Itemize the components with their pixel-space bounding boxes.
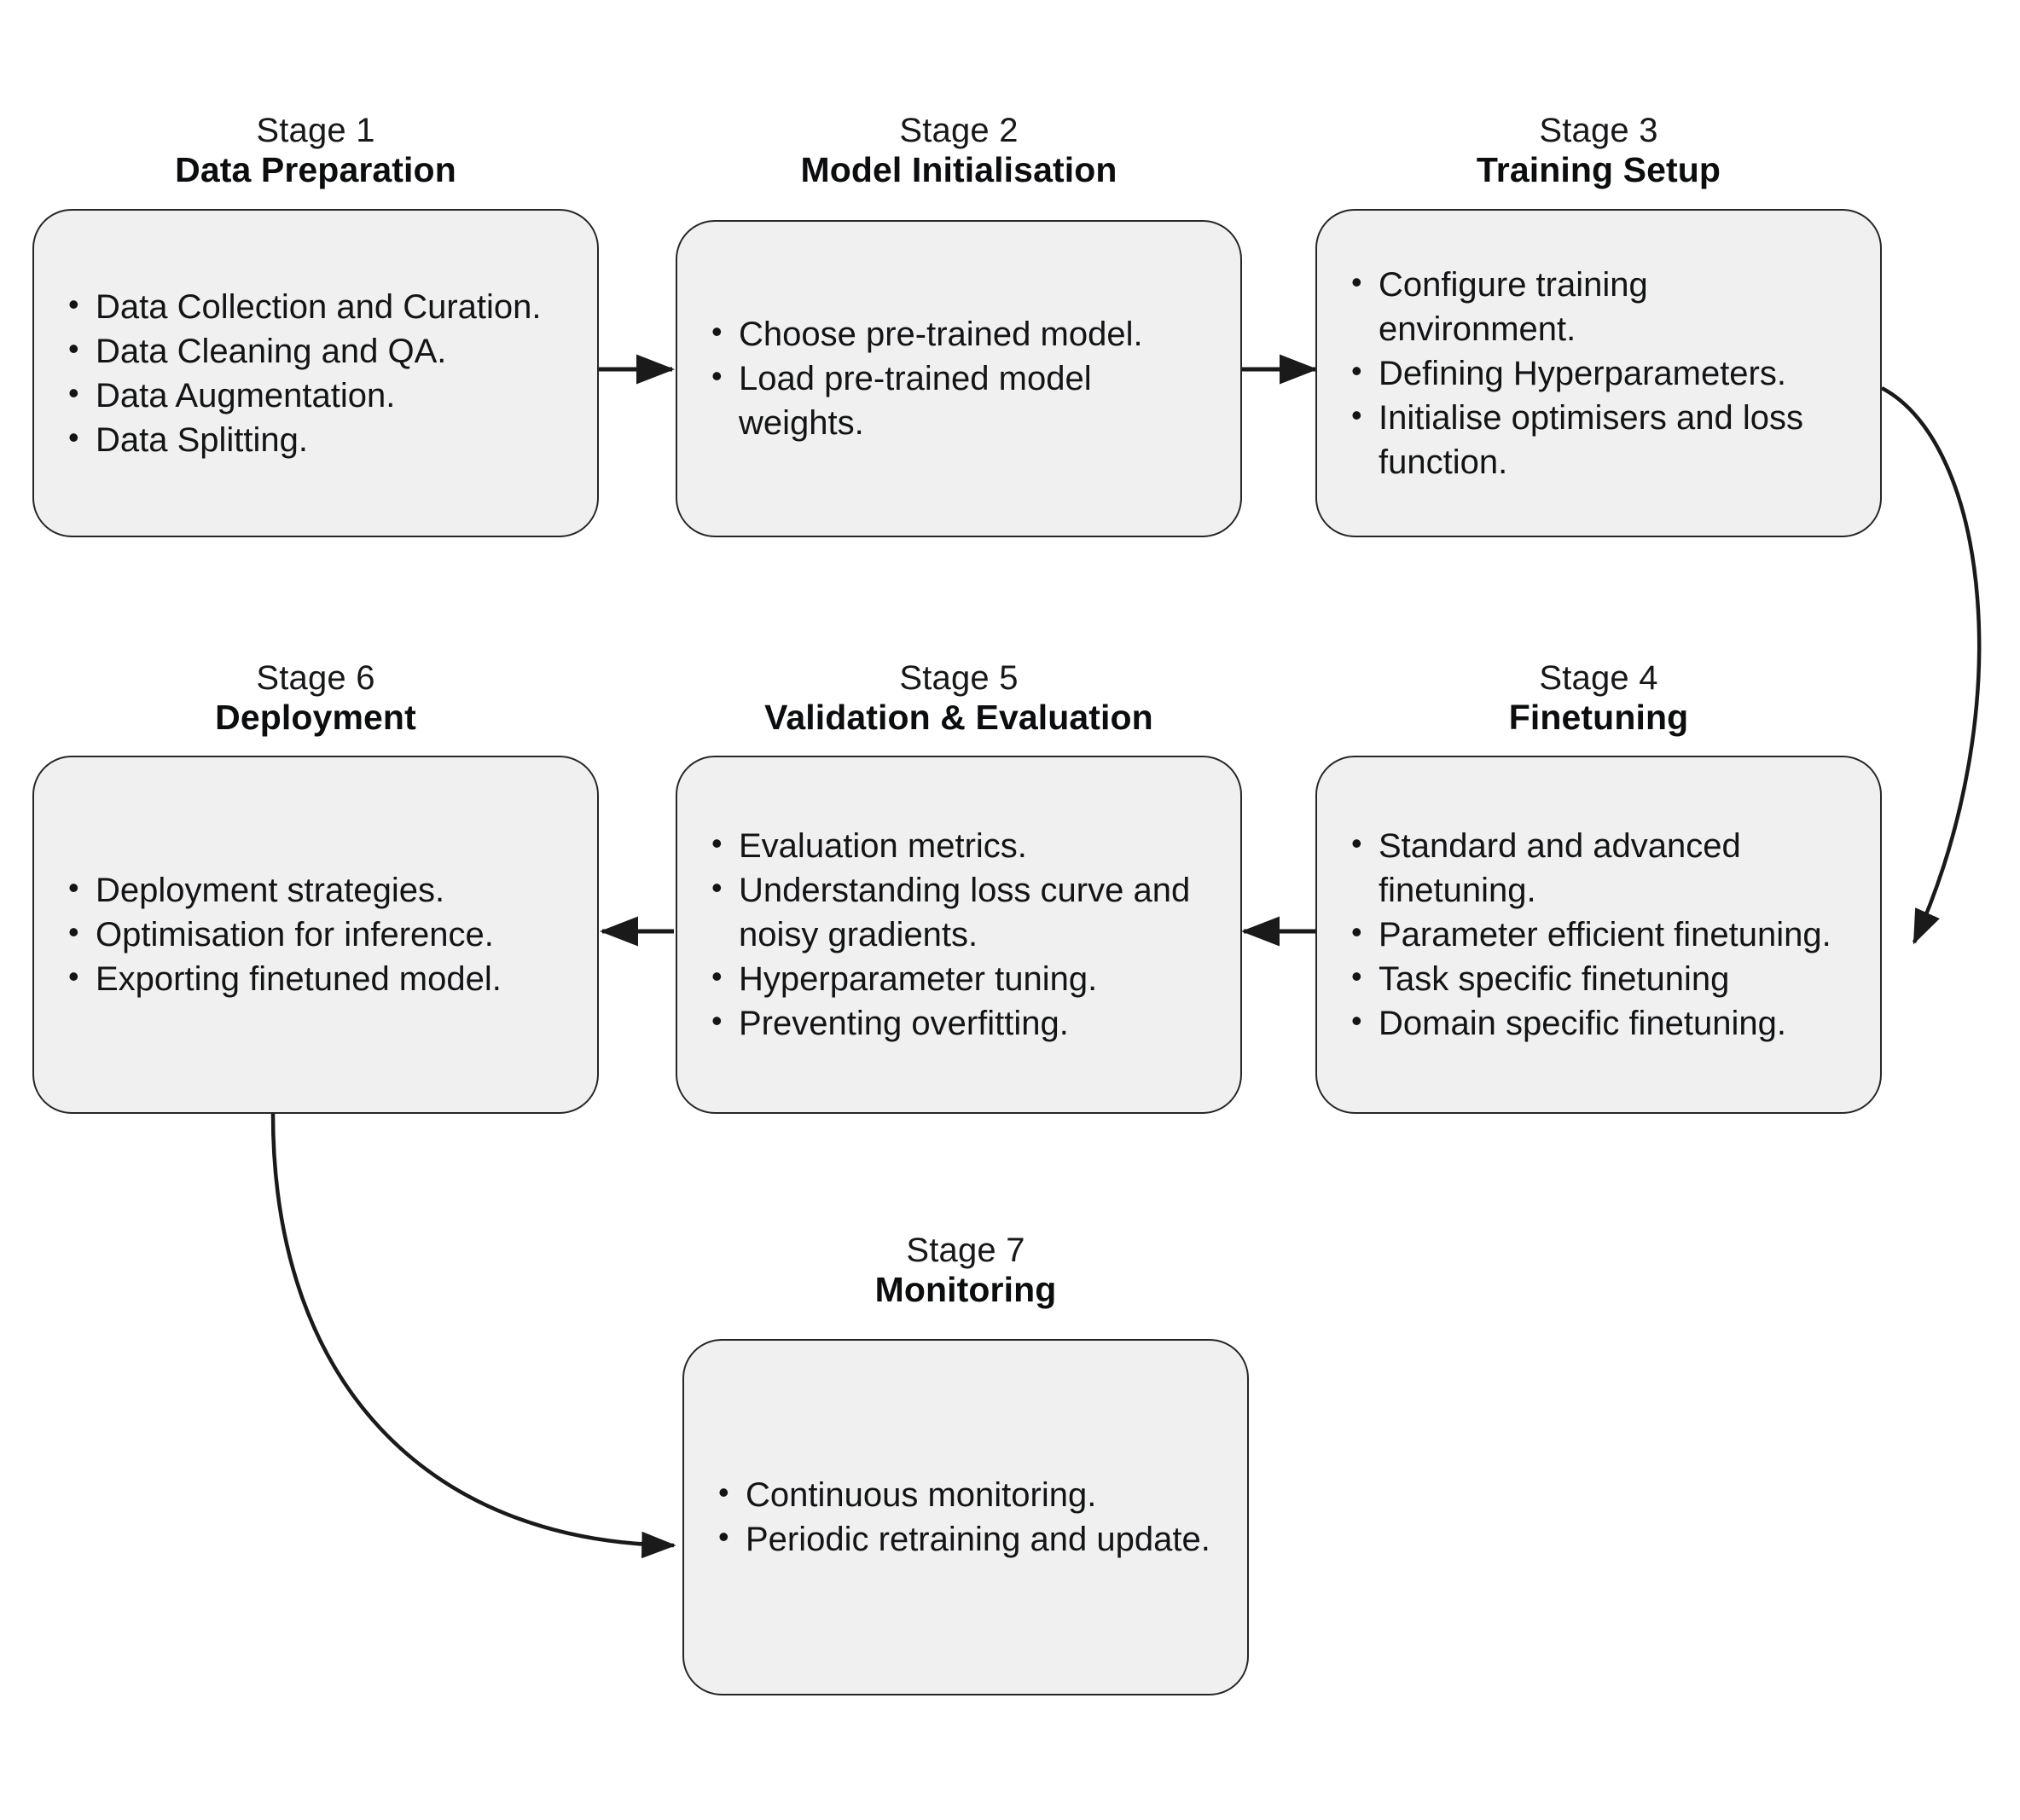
list-item: Exporting finetuned model. [63,956,572,1001]
list-item: Load pre-trained model weights. [706,356,1215,445]
stage-3-heading: Stage 3 Training Setup [1315,111,1882,191]
stage-7-box[interactable]: Continuous monitoring. Periodic retraini… [682,1339,1249,1695]
stage-5-box[interactable]: Evaluation metrics. Understanding loss c… [676,756,1242,1114]
stage-6-title: Deployment [215,698,416,738]
list-item: Initialise optimisers and loss function. [1346,395,1855,484]
stage-7-bullet-list: Continuous monitoring. Periodic retraini… [684,1472,1247,1562]
stage-2-heading: Stage 2 Model Initialisation [676,111,1242,191]
stage-1-number: Stage 1 [256,112,375,149]
connector-stage6-to-stage7 [270,1113,676,1559]
list-item: Choose pre-trained model. [706,311,1215,356]
stage-2-number: Stage 2 [899,112,1019,149]
stage-6-box[interactable]: Deployment strategies. Optimisation for … [32,756,599,1114]
stage-4-number: Stage 4 [1539,659,1658,697]
list-item: Configure training environment. [1346,262,1855,351]
list-item: Understanding loss curve and noisy gradi… [706,867,1215,957]
stage-6-heading: Stage 6 Deployment [32,658,599,739]
stage-2-box[interactable]: Choose pre-trained model. Load pre-train… [676,220,1242,537]
list-item: Optimisation for inference. [63,912,572,957]
list-item: Evaluation metrics. [706,823,1215,868]
stage-3-number: Stage 3 [1539,112,1658,149]
stage-4-bullet-list: Standard and advanced finetuning. Parame… [1317,823,1880,1046]
list-item: Data Augmentation. [63,373,572,418]
stage-3-title: Training Setup [1476,150,1721,190]
list-item: Preventing overfitting. [706,1000,1215,1046]
stage-7-heading: Stage 7 Monitoring [682,1231,1249,1311]
stage-1-title: Data Preparation [175,150,456,190]
list-item: Data Splitting. [63,417,572,462]
list-item: Continuous monitoring. [713,1472,1222,1517]
stage-3-bullet-list: Configure training environment. Defining… [1317,262,1880,484]
stage-5-number: Stage 5 [899,659,1019,697]
list-item: Domain specific finetuning. [1346,1000,1855,1046]
stage-6-number: Stage 6 [256,659,375,697]
list-item: Hyperparameter tuning. [706,956,1215,1001]
connector-stage3-to-stage4 [1880,386,1982,945]
stage-2-title: Model Initialisation [800,150,1117,190]
stage-5-heading: Stage 5 Validation & Evaluation [676,658,1242,739]
list-item: Parameter efficient finetuning. [1346,912,1855,957]
stage-2-bullet-list: Choose pre-trained model. Load pre-train… [677,311,1240,445]
list-item: Data Cleaning and QA. [63,328,572,374]
list-item: Standard and advanced finetuning. [1346,823,1855,913]
stage-4-box[interactable]: Standard and advanced finetuning. Parame… [1315,756,1882,1114]
list-item: Periodic retraining and update. [713,1516,1222,1562]
stage-5-title: Validation & Evaluation [764,698,1153,738]
list-item: Data Collection and Curation. [63,284,572,329]
stage-7-number: Stage 7 [906,1232,1025,1269]
stage-7-title: Monitoring [874,1270,1057,1310]
stage-3-box[interactable]: Configure training environment. Defining… [1315,209,1882,537]
stage-1-bullet-list: Data Collection and Curation. Data Clean… [34,284,597,462]
list-item: Defining Hyperparameters. [1346,351,1855,396]
list-item: Deployment strategies. [63,867,572,913]
list-item: Task specific finetuning [1346,956,1855,1001]
stage-6-bullet-list: Deployment strategies. Optimisation for … [34,867,597,1001]
stage-1-box[interactable]: Data Collection and Curation. Data Clean… [32,209,599,537]
stage-4-heading: Stage 4 Finetuning [1315,658,1882,739]
stage-5-bullet-list: Evaluation metrics. Understanding loss c… [677,823,1240,1046]
stage-1-heading: Stage 1 Data Preparation [32,111,599,191]
stage-4-title: Finetuning [1508,698,1689,738]
